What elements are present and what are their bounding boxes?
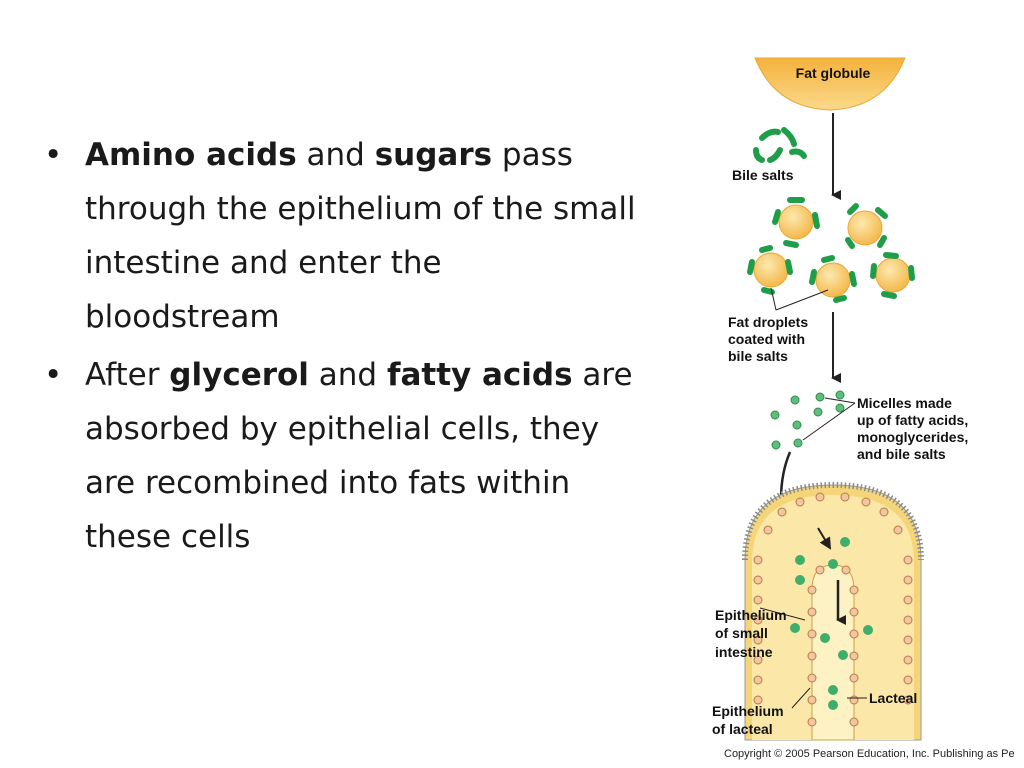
bullet-marker: • xyxy=(44,357,63,393)
epithelium-lacteal-label-line: of lacteal xyxy=(712,721,773,737)
villus xyxy=(742,481,924,741)
epithelium-small-intestine-label-line: intestine xyxy=(715,644,773,660)
droplet xyxy=(845,203,888,249)
bullet-amino-acids: • Amino acids and sugars pass through th… xyxy=(44,128,644,344)
fat-globule: Fat globule xyxy=(754,57,906,111)
bile-salts xyxy=(753,127,807,163)
leader-line xyxy=(791,687,811,709)
droplet xyxy=(772,197,820,248)
epithelium-small-intestine-label: Epithelium of small intestine xyxy=(715,607,790,660)
text-run: and xyxy=(296,137,375,173)
micelles-label-line: Micelles made xyxy=(857,395,952,411)
fat-droplets-label-line: bile salts xyxy=(728,348,788,364)
leader-line xyxy=(824,397,856,404)
text-run: and xyxy=(308,357,387,393)
fat-digestion-figure: Fat globule Bile salts xyxy=(712,57,972,741)
droplet xyxy=(809,255,857,303)
leader-line xyxy=(770,287,777,311)
droplet xyxy=(870,252,915,299)
micelles-label-line: monoglycerides, xyxy=(857,429,968,445)
epithelium-lacteal-label-line: Epithelium xyxy=(712,703,784,719)
bullet-list: • Amino acids and sugars pass through th… xyxy=(44,128,644,568)
copyright-notice: Copyright © 2005 Pearson Education, Inc.… xyxy=(724,748,1015,760)
micelles xyxy=(770,390,845,450)
fat-droplets xyxy=(747,197,915,303)
fat-droplets-label: Fat droplets coated with bile salts xyxy=(728,314,812,364)
epithelium-lacteal-label: Epithelium of lacteal xyxy=(712,703,787,737)
term-sugars: sugars xyxy=(374,137,493,173)
bile-salts-label: Bile salts xyxy=(732,167,794,183)
fat-globule-label: Fat globule xyxy=(796,65,871,81)
term-amino-acids: Amino acids xyxy=(85,137,297,173)
droplet xyxy=(747,245,793,295)
text-run: After xyxy=(85,357,170,393)
leader-line xyxy=(775,289,829,311)
epithelium-small-intestine-label-line: Epithelium xyxy=(715,607,787,623)
fat-droplets-label-line: coated with xyxy=(728,331,805,347)
leader-line xyxy=(802,402,856,441)
bullet-marker: • xyxy=(44,137,63,173)
micelles-label-line: up of fatty acids, xyxy=(857,412,968,428)
term-glycerol: glycerol xyxy=(169,357,309,393)
fat-droplets-label-line: Fat droplets xyxy=(728,314,808,330)
text-run: pass through the epithelium of the small… xyxy=(85,137,636,335)
bullet-glycerol: • After glycerol and fatty acids are abs… xyxy=(44,348,644,564)
leader-line xyxy=(759,607,806,621)
micelles-label-line: and bile salts xyxy=(857,446,946,462)
epithelium-small-intestine-label-line: of small xyxy=(715,625,768,641)
text-run: are absorbed by epithelial cells, they a… xyxy=(85,357,633,555)
micelles-label: Micelles made up of fatty acids, monogly… xyxy=(857,395,972,462)
term-fatty-acids: fatty acids xyxy=(386,357,573,393)
lacteal-label: Lacteal xyxy=(869,690,917,706)
